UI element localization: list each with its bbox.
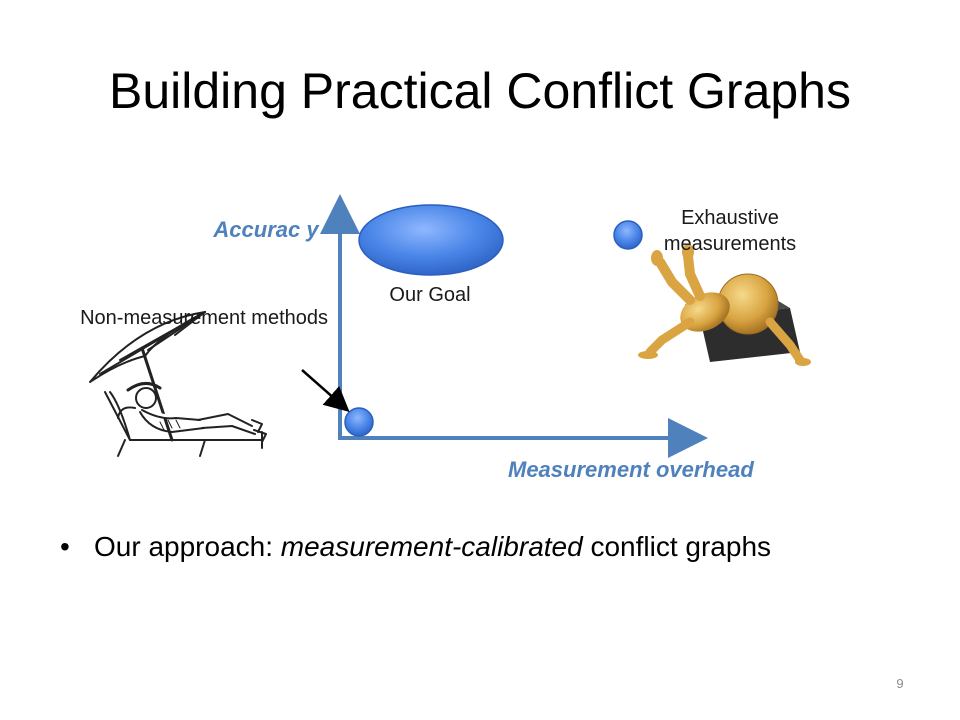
lounging-figure-icon xyxy=(89,311,267,457)
x-axis-label: Measurement overhead xyxy=(508,457,754,482)
non-measurement-point xyxy=(344,407,374,437)
page-number: 9 xyxy=(896,676,904,691)
pointer-arrow xyxy=(301,369,350,412)
y-axis-label: Accurac y xyxy=(213,217,319,242)
bullet-text: Our approach: measurement-calibrated con… xyxy=(94,528,874,566)
non-measurement-label: Non-measurement methods xyxy=(80,307,328,329)
bullet-emphasis: measurement-calibrated xyxy=(280,531,583,562)
slide-title: Building Practical Conflict Graphs xyxy=(109,63,851,119)
bullet-dot: • xyxy=(60,531,70,562)
exhaustive-point xyxy=(613,220,643,250)
exhaustive-label: Exhaustive measurements xyxy=(663,207,797,255)
exhausted-figure-icon xyxy=(638,244,811,366)
our-goal-point xyxy=(358,204,504,276)
bullet-prefix: Our approach: xyxy=(94,531,281,562)
bullet-suffix: conflict graphs xyxy=(582,531,772,562)
our-goal-label: Our Goal xyxy=(389,284,471,306)
